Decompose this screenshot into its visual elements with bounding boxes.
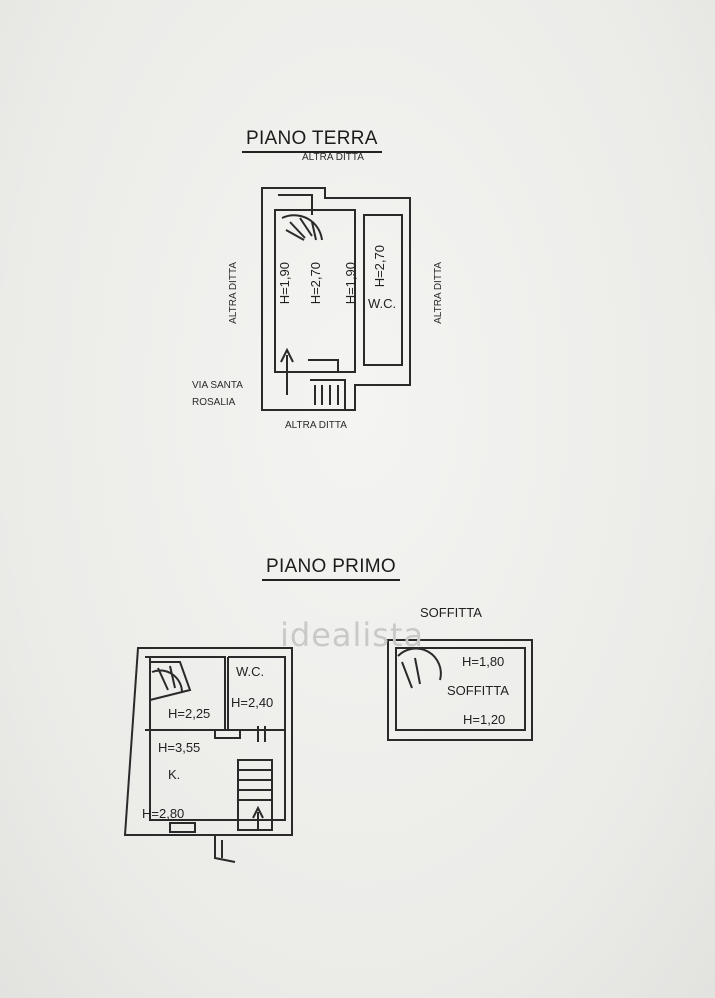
ground-height-4: H=2,70 xyxy=(372,245,387,288)
first-height-wc: H=2,40 xyxy=(231,695,274,710)
first-height-bottom: H=2,80 xyxy=(142,806,185,821)
ground-left-neighbor: ALTRA DITTA xyxy=(228,262,239,324)
idealista-watermark: idealista xyxy=(280,616,425,654)
attic-label: SOFFITTA xyxy=(447,683,509,698)
first-height-top: H=2,25 xyxy=(168,706,211,721)
attic-height-bottom: H=1,20 xyxy=(463,712,506,727)
ground-top-neighbor: ALTRA DITTA xyxy=(302,152,364,163)
street-name-line2: ROSALIA xyxy=(192,397,236,408)
first-height-main: H=3,55 xyxy=(158,740,201,755)
kitchen-label: K. xyxy=(168,767,181,782)
attic-height-top: H=1,80 xyxy=(462,654,505,669)
ground-height-3: H=1,90 xyxy=(343,262,358,305)
ground-height-2: H=2,70 xyxy=(308,262,323,305)
first-wc-label: W.C. xyxy=(236,664,265,679)
ground-wc-label: W.C. xyxy=(368,296,397,311)
ground-bottom-neighbor: ALTRA DITTA xyxy=(285,420,347,431)
ground-height-1: H=1,90 xyxy=(277,262,292,305)
ground-right-neighbor: ALTRA DITTA xyxy=(433,262,444,324)
first-floor-title: PIANO PRIMO xyxy=(262,556,400,581)
street-name-line1: VIA SANTA xyxy=(192,380,243,391)
ground-floor-title: PIANO TERRA xyxy=(242,128,382,153)
attic-title: SOFFITTA xyxy=(420,605,482,620)
